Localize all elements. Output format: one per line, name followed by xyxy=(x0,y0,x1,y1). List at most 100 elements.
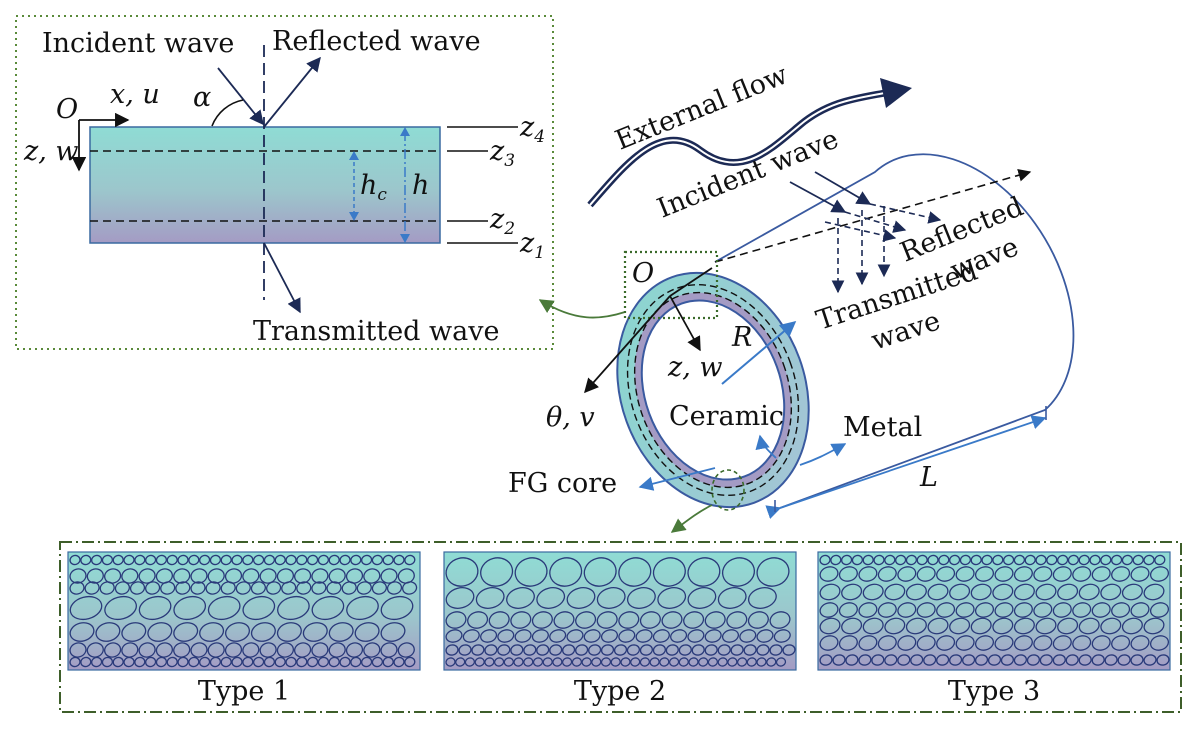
pore xyxy=(1121,617,1143,635)
pore xyxy=(884,554,896,566)
pore xyxy=(497,644,511,656)
pore xyxy=(242,595,276,621)
pore xyxy=(328,554,340,566)
pore xyxy=(220,656,232,668)
cylinder-inner-hole xyxy=(640,299,786,481)
pore xyxy=(80,554,92,566)
pore xyxy=(987,654,1002,666)
inset-connector-arrow xyxy=(538,299,626,319)
length-dimension xyxy=(765,415,1047,519)
pore xyxy=(474,657,485,667)
pore xyxy=(841,583,863,601)
pore xyxy=(1046,554,1058,566)
pore xyxy=(851,554,864,566)
pore xyxy=(467,611,489,629)
pore xyxy=(721,629,740,643)
pore xyxy=(523,644,537,656)
pore xyxy=(1078,654,1092,666)
pore xyxy=(1033,635,1053,651)
pore xyxy=(1149,602,1170,618)
pore xyxy=(1100,554,1112,566)
pore xyxy=(294,642,312,658)
pore xyxy=(862,617,884,635)
pore xyxy=(69,581,85,595)
pore xyxy=(155,656,168,668)
pore xyxy=(445,557,479,587)
pore xyxy=(1072,635,1092,651)
pore xyxy=(1111,566,1131,582)
pore xyxy=(871,654,885,666)
z3-label: z3 xyxy=(489,136,515,171)
pore xyxy=(281,581,297,595)
pore xyxy=(242,656,254,668)
pore xyxy=(445,587,475,609)
pore xyxy=(905,617,927,635)
cylinder: External flow Incident wave Reflected wa… xyxy=(508,59,1075,533)
pore xyxy=(877,566,897,582)
radius-arrow xyxy=(721,320,797,385)
cylinder-body xyxy=(714,153,1075,509)
pore xyxy=(371,554,384,566)
pore xyxy=(838,602,858,618)
transmitted-wave-arrow xyxy=(263,242,301,314)
pore xyxy=(455,657,466,667)
pore xyxy=(397,642,415,658)
type3-block xyxy=(817,551,1171,671)
pore xyxy=(618,557,652,587)
pore xyxy=(1154,554,1166,566)
pore xyxy=(445,611,467,629)
pore xyxy=(626,587,656,609)
pore xyxy=(363,642,381,658)
pore xyxy=(1056,554,1069,566)
pore xyxy=(475,587,505,609)
pore xyxy=(566,587,596,609)
pore xyxy=(1091,635,1111,651)
pore xyxy=(296,554,308,566)
pore xyxy=(328,656,340,668)
type1-block xyxy=(67,551,421,671)
pore xyxy=(1072,566,1092,582)
external-flow-label: External flow xyxy=(611,59,792,156)
pore xyxy=(936,635,956,651)
pore xyxy=(484,644,498,656)
pore xyxy=(670,629,688,643)
pore xyxy=(841,617,863,635)
pore xyxy=(532,657,544,667)
pore xyxy=(665,644,679,656)
pore xyxy=(160,581,176,595)
pore xyxy=(177,554,189,566)
inset-panel: Incident wave Reflected wave Transmitted… xyxy=(15,15,554,350)
cyl-reflected-arrow-3 xyxy=(824,221,897,242)
pore xyxy=(220,554,232,566)
pore xyxy=(104,568,122,584)
pore xyxy=(756,657,767,667)
pore xyxy=(575,611,597,629)
pore xyxy=(1052,602,1072,618)
pore xyxy=(962,654,976,666)
pore xyxy=(992,554,1004,566)
pore xyxy=(769,611,791,629)
pore xyxy=(992,583,1014,601)
pore xyxy=(773,629,791,643)
type3-pores xyxy=(819,554,1170,666)
pore xyxy=(311,581,327,595)
pore xyxy=(877,635,897,651)
pore xyxy=(1002,554,1015,566)
pore xyxy=(687,587,717,609)
pore xyxy=(1026,654,1040,666)
pore xyxy=(263,656,276,668)
pore xyxy=(144,554,157,566)
pore xyxy=(506,587,535,609)
pore xyxy=(717,644,731,656)
pore xyxy=(588,644,602,656)
pore xyxy=(1035,583,1057,601)
pore xyxy=(1111,635,1131,651)
pore xyxy=(698,657,709,667)
pore xyxy=(819,583,841,601)
z4-label: z4 xyxy=(519,112,545,147)
pore xyxy=(382,554,394,566)
pore xyxy=(242,568,260,584)
pore xyxy=(600,644,615,656)
pore xyxy=(639,644,653,656)
